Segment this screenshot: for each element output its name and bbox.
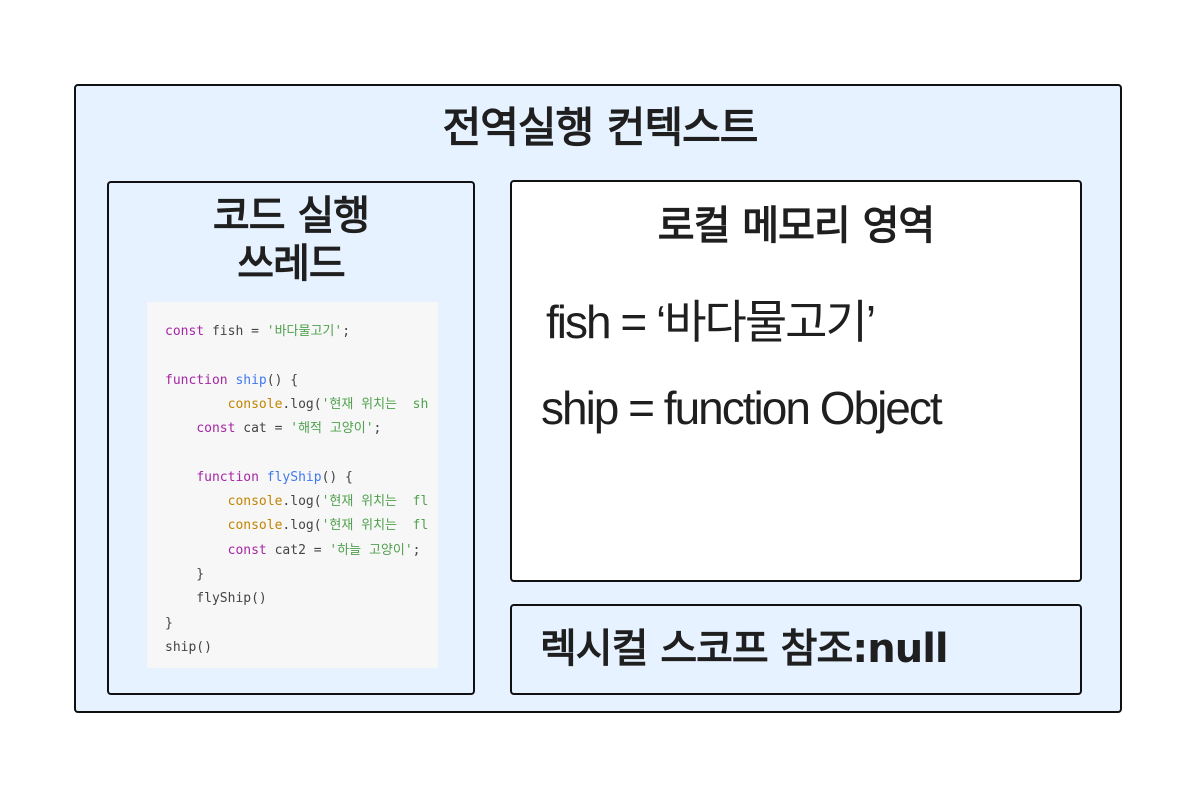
code-string: '하늘 고양이' [329, 542, 413, 558]
code-line: function ship() { [165, 372, 298, 390]
code-text: ship() [165, 639, 212, 655]
code-text: () { [266, 372, 299, 388]
code-keyword: const [227, 542, 275, 558]
memory-entry-fish: fish = ‘바다물고기’ [546, 296, 876, 348]
code-text: ; [412, 542, 421, 558]
code-text: .log( [282, 396, 322, 412]
code-line: } [165, 615, 173, 633]
code-execution-thread-title: 코드 실행 쓰레드 [107, 192, 475, 288]
code-text [165, 397, 228, 412]
code-text [165, 543, 228, 558]
code-text: cat = [243, 421, 291, 437]
lexical-scope-reference-label: 렉시컬 스코프 참조:null [540, 626, 949, 672]
code-string: '현재 위치는 sh [321, 396, 429, 412]
code-line: const cat2 = '하늘 고양이'; [165, 542, 421, 560]
code-text [165, 421, 196, 436]
code-function-name: ship [235, 372, 267, 388]
code-text [165, 494, 228, 509]
local-memory-title: 로컬 메모리 영역 [657, 203, 935, 249]
code-object: console [227, 518, 283, 534]
code-function-name: flyShip [266, 469, 322, 485]
code-line: console.log('현재 위치는 fl [165, 517, 429, 535]
global-execution-context-title: 전역실행 컨텍스트 [442, 103, 759, 152]
code-object: console [227, 396, 283, 412]
code-text: fish = [211, 324, 267, 339]
code-string: '현재 위치는 fl [321, 494, 429, 510]
code-line: console.log('현재 위치는 sh [165, 396, 429, 414]
code-text: .log( [282, 494, 322, 510]
lexical-scope-box [510, 604, 1082, 695]
code-execution-thread-title-line-1: 코드 실행 [212, 193, 370, 239]
code-object: console [227, 494, 283, 510]
code-text: .log( [282, 518, 322, 534]
code-keyword: function [196, 469, 267, 485]
code-text [165, 518, 228, 533]
code-keyword: const [165, 324, 212, 339]
local-memory-box [510, 180, 1082, 582]
code-text: cat2 = [274, 542, 330, 558]
code-line: console.log('현재 위치는 fl [165, 493, 429, 511]
code-line: } [165, 566, 204, 584]
code-text: } [165, 615, 173, 631]
memory-entry-ship: ship = function Object [541, 382, 943, 434]
code-keyword: function [165, 372, 236, 388]
code-line: const cat = '해적 고양이'; [165, 420, 381, 438]
code-execution-thread-title-line-2: 쓰레드 [237, 241, 345, 287]
code-string: '바다물고기' [266, 324, 343, 339]
code-text: flyShip() [165, 591, 267, 607]
code-string: '현재 위치는 fl [321, 518, 429, 534]
code-snippet-panel: const fish = '바다물고기';function ship() { c… [147, 302, 438, 668]
code-line: flyShip() [165, 590, 267, 608]
code-line: const fish = '바다물고기'; [165, 323, 350, 341]
code-text [165, 470, 196, 485]
code-text: () { [321, 469, 353, 485]
code-text: ; [373, 421, 382, 437]
code-text: } [165, 567, 205, 582]
code-keyword: const [196, 421, 244, 437]
code-line: function flyShip() { [165, 469, 353, 487]
code-line: ship() [165, 639, 212, 657]
code-string: '해적 고양이' [290, 421, 374, 437]
code-text: ; [342, 324, 351, 339]
